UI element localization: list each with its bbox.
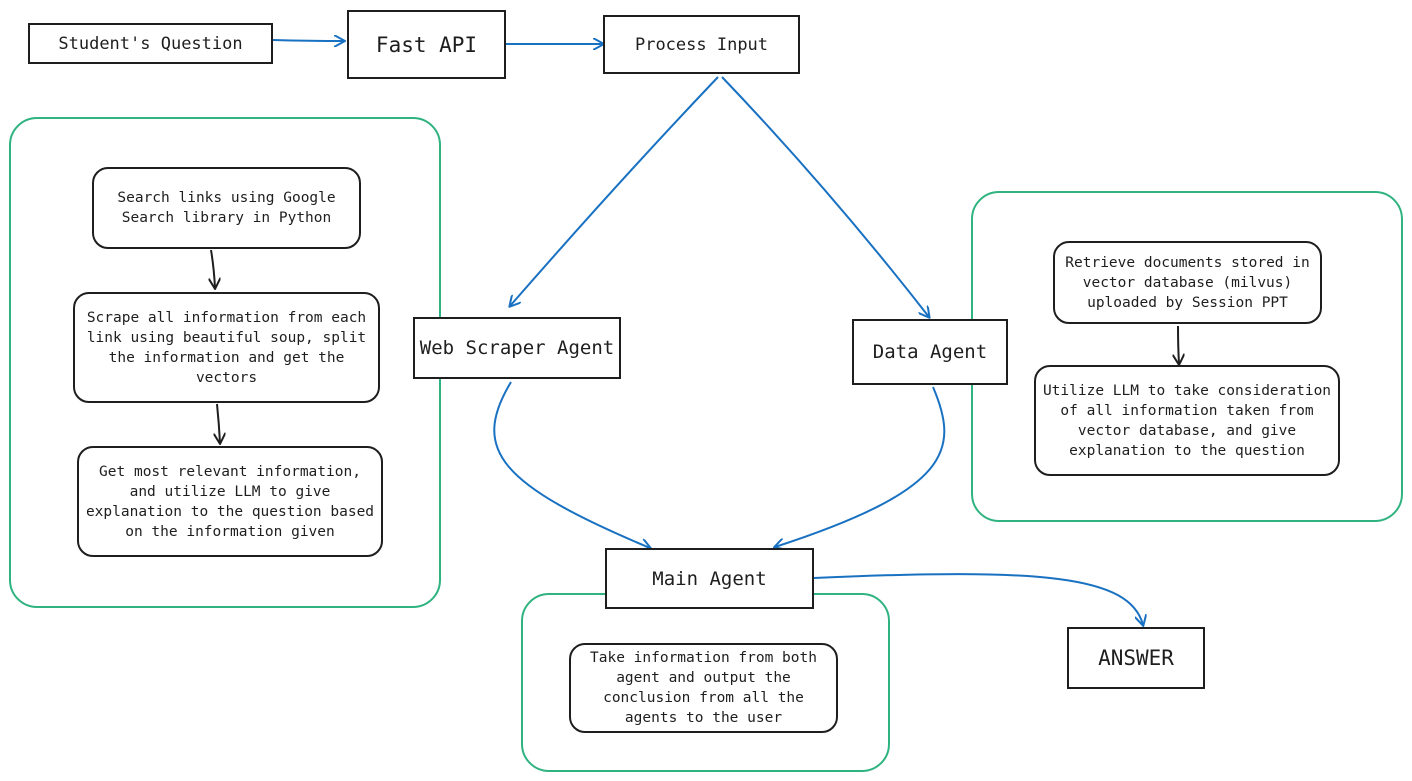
search-links-step: Search links using Google Search library… [92, 167, 361, 249]
process-input-node: Process Input [603, 15, 800, 74]
arrow-process-to-dataagent [721, 76, 929, 317]
utilize-llm-step: Utilize LLM to take consideration of all… [1034, 365, 1340, 476]
relevant-information-step: Get most relevant information, and utili… [77, 446, 383, 557]
data-agent-node: Data Agent [852, 319, 1008, 385]
fast-api-node: Fast API [347, 10, 506, 79]
web-scraper-agent-node: Web Scraper Agent [413, 317, 621, 379]
student-question-node: Student's Question [28, 23, 273, 64]
answer-node: ANSWER [1067, 627, 1205, 689]
arrow-webscraper-to-main [493, 381, 650, 548]
scrape-information-step: Scrape all information from each link us… [73, 292, 380, 403]
arrow-question-to-fastapi [272, 40, 344, 41]
take-information-step: Take information from both agent and out… [569, 643, 838, 733]
retrieve-documents-step: Retrieve documents stored in vector data… [1053, 241, 1322, 324]
arrow-dataagent-to-main [775, 386, 946, 547]
arrow-process-to-webscraper [510, 76, 719, 306]
main-agent-node: Main Agent [605, 548, 814, 609]
